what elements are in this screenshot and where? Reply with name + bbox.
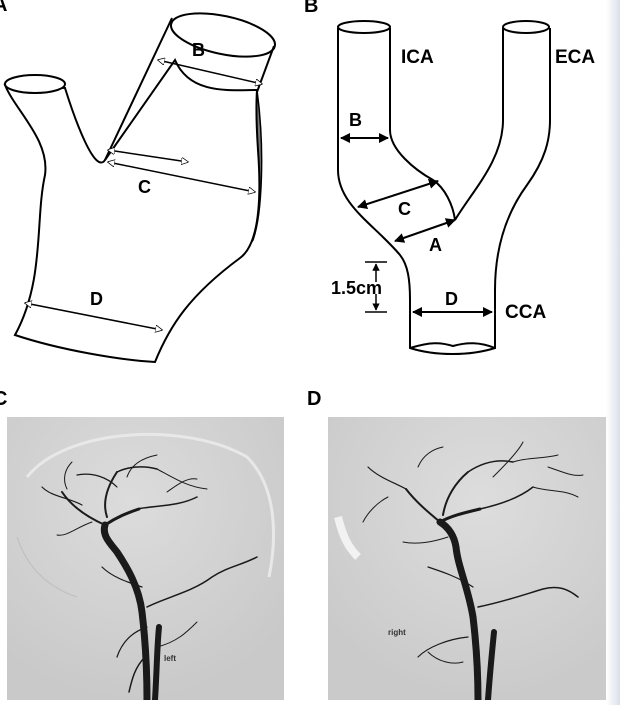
diagram-3d-bifurcation: B C D xyxy=(3,12,276,364)
label-b-2d: B xyxy=(349,110,362,130)
label-ica: ICA xyxy=(401,47,434,68)
panel-letter-b: B xyxy=(304,0,319,17)
label-c-3d: C xyxy=(138,177,151,197)
arrow-a-2d xyxy=(394,218,456,243)
right-edge-shade xyxy=(606,0,620,705)
label-d-2d: D xyxy=(445,289,458,309)
side-label-left: left xyxy=(164,654,176,663)
panel-letter-c: C xyxy=(0,388,8,410)
vessel-outline-2d xyxy=(337,28,551,355)
side-label-right: right xyxy=(388,628,406,637)
diagram-2d-schematic: ICA ECA CCA B C A D 1.5cm xyxy=(331,20,595,355)
label-c-2d: C xyxy=(398,199,411,219)
label-d-3d: D xyxy=(90,289,103,309)
eca-inner-wall xyxy=(454,28,504,221)
arrow-c-2d xyxy=(357,179,439,209)
angiogram-left: left xyxy=(7,417,284,700)
branch-left-opening xyxy=(4,74,66,94)
cca-opening xyxy=(409,342,496,349)
eca-opening xyxy=(502,20,550,34)
label-distance: 1.5cm xyxy=(331,278,382,298)
panel-letter-a: A xyxy=(0,0,8,16)
angiogram-right: right xyxy=(328,417,606,700)
label-a-2d: A xyxy=(429,235,442,255)
label-b-3d: B xyxy=(192,40,205,60)
branch-right-opening xyxy=(170,12,276,58)
label-eca: ECA xyxy=(555,47,595,68)
label-cca: CCA xyxy=(505,302,546,323)
arrow-c-lower-3d xyxy=(108,162,255,192)
panel-letter-d: D xyxy=(307,388,322,410)
vessel-outline xyxy=(3,57,261,364)
arrow-b-3d xyxy=(158,60,262,84)
arrow-d-3d xyxy=(25,303,162,330)
ica-opening xyxy=(337,20,391,34)
